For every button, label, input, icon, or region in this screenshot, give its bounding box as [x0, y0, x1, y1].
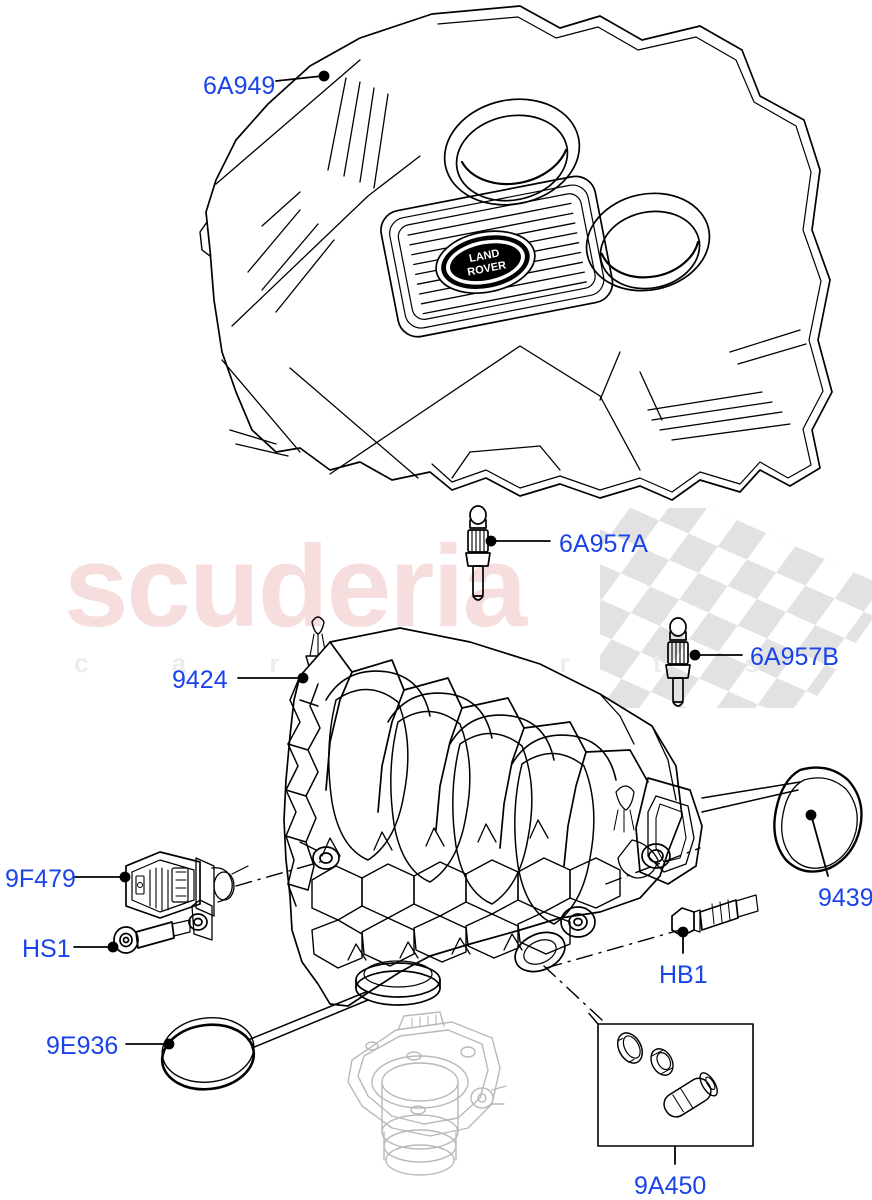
- oring-pointer-lines: [247, 991, 369, 1049]
- engine-cover-drawing: LAND ROVER: [199, 5, 833, 501]
- kit-leader-dashes: [585, 1009, 599, 1025]
- gasket-pointer-lines: [701, 781, 801, 813]
- assembly-axis-lines: [235, 847, 701, 1021]
- map-sensor-drawing: [125, 851, 249, 941]
- throttle-body-ghost: [347, 1011, 507, 1176]
- manifold-bolt-drawing: [671, 894, 759, 937]
- callout-label-9439[interactable]: 9439: [818, 884, 872, 912]
- callout-label-6A957B[interactable]: 6A957B: [750, 643, 839, 671]
- pcv-kit-box-drawing: [597, 1023, 754, 1147]
- sensor-screw-drawing: [113, 919, 191, 954]
- badge-line1: LAND: [468, 247, 500, 265]
- callout-label-9F479[interactable]: 9F479: [5, 865, 76, 893]
- intake-manifold-drawing: [283, 616, 703, 1007]
- callout-label-9A450[interactable]: 9A450: [634, 1172, 707, 1200]
- callout-label-9424[interactable]: 9424: [172, 666, 228, 694]
- callout-label-HS1[interactable]: HS1: [22, 935, 71, 963]
- callout-label-6A957A[interactable]: 6A957A: [559, 530, 648, 558]
- callout-label-6A949[interactable]: 6A949: [203, 72, 276, 100]
- callout-label-HB1[interactable]: HB1: [659, 961, 708, 989]
- cover-stud-a-drawing: [465, 505, 491, 601]
- callout-label-9E936[interactable]: 9E936: [46, 1032, 119, 1060]
- throttle-o-ring-drawing: [160, 1017, 256, 1091]
- manifold-gasket-drawing: [773, 766, 863, 873]
- leader-lines: [73, 70, 829, 1165]
- cover-stud-b-drawing: [665, 617, 691, 707]
